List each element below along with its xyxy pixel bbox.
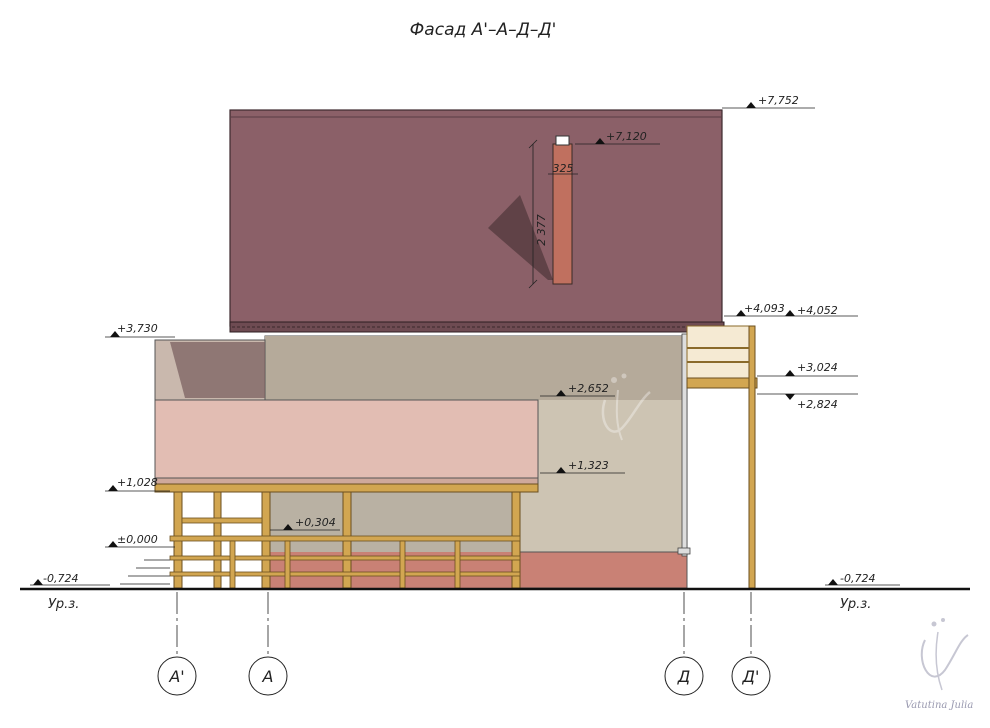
svg-text:±0,000: ±0,000 (117, 533, 158, 546)
porch-back-wall (265, 492, 515, 558)
ground-label-right: Ур.з. (840, 597, 871, 612)
axis-a-prime: А' (157, 592, 197, 696)
porch-rail (169, 535, 521, 542)
balcony-floor (686, 377, 758, 389)
svg-text:А': А' (168, 667, 184, 686)
main-roof (229, 109, 723, 327)
svg-text:+2,824: +2,824 (797, 398, 838, 411)
svg-text:+7,120: +7,120 (606, 130, 647, 143)
baluster (454, 540, 461, 589)
baluster (399, 540, 406, 589)
downpipe (681, 333, 688, 557)
gable-shadow (170, 342, 265, 398)
level-mark-porch-floor: +0,304 (270, 516, 340, 531)
chimney-width-label: 325 (553, 162, 574, 175)
watermark-logo-center (601, 373, 651, 441)
level-mark-chimney-top: +7,120 (575, 130, 660, 145)
svg-text:+3,730: +3,730 (117, 322, 158, 335)
level-mark-eave-left: +3,730 (105, 322, 175, 338)
level-mark-floor-zero: ±0,000 (105, 533, 175, 548)
svg-text:Д': Д' (742, 667, 760, 686)
svg-text:+4,093: +4,093 (744, 302, 785, 315)
porch-beam (154, 483, 539, 493)
lower-roof (154, 399, 539, 481)
balcony-post (748, 325, 756, 589)
axis-d-prime: Д' (731, 592, 771, 696)
svg-text:+7,752: +7,752 (758, 94, 799, 107)
svg-text:+3,024: +3,024 (797, 361, 838, 374)
balcony (686, 325, 752, 382)
axis-a: А (248, 592, 288, 696)
svg-text:А: А (262, 667, 274, 686)
level-mark-porch-eave: +1,028 (105, 476, 170, 492)
level-mark-lower-roof-top: +2,652 (540, 382, 615, 397)
wall-shadow (265, 336, 687, 400)
svg-text:-0,724: -0,724 (43, 572, 78, 585)
axis-d: Д (664, 592, 704, 696)
svg-text:+0,304: +0,304 (295, 516, 336, 529)
chimney-height-label: 2 377 (535, 214, 548, 246)
level-mark-ridge: +7,752 (722, 94, 815, 109)
level-mark-ground-left: -0,724 (30, 572, 110, 586)
downpipe-outlet (677, 547, 691, 555)
porch-rail (181, 517, 263, 524)
svg-text:Д: Д (677, 667, 691, 686)
svg-text:+1,323: +1,323 (568, 459, 609, 472)
level-mark-balcony-floor: +2,824 (757, 393, 858, 411)
dim-tick (528, 139, 538, 149)
porch-rail (169, 555, 521, 561)
svg-text:-0,724: -0,724 (840, 572, 875, 585)
level-mark-ground-right: -0,724 (825, 572, 900, 586)
baluster (284, 540, 291, 589)
ground-label-left: Ур.з. (48, 597, 79, 612)
chimney-cap (555, 135, 570, 146)
drawing-title: Фасад А'–А–Д–Д' (410, 20, 557, 40)
porch-rail (169, 571, 521, 577)
chimney-shadow (488, 195, 553, 280)
svg-text:+2,652: +2,652 (568, 382, 609, 395)
level-mark-balcony-top: +3,024 (757, 361, 858, 377)
level-mark-lower-roof-eave: +1,323 (540, 459, 625, 474)
level-mark-eave-right-a: +4,093 (724, 302, 785, 317)
svg-text:+4,052: +4,052 (797, 304, 838, 317)
watermark-text: Vatutina Julia (905, 700, 973, 711)
svg-text:+1,028: +1,028 (117, 476, 158, 489)
level-mark-eave-right-b: +4,052 (785, 304, 858, 317)
watermark-logo (920, 618, 969, 691)
plinth (514, 551, 688, 589)
baluster (229, 540, 236, 589)
dim-tick (528, 279, 538, 289)
